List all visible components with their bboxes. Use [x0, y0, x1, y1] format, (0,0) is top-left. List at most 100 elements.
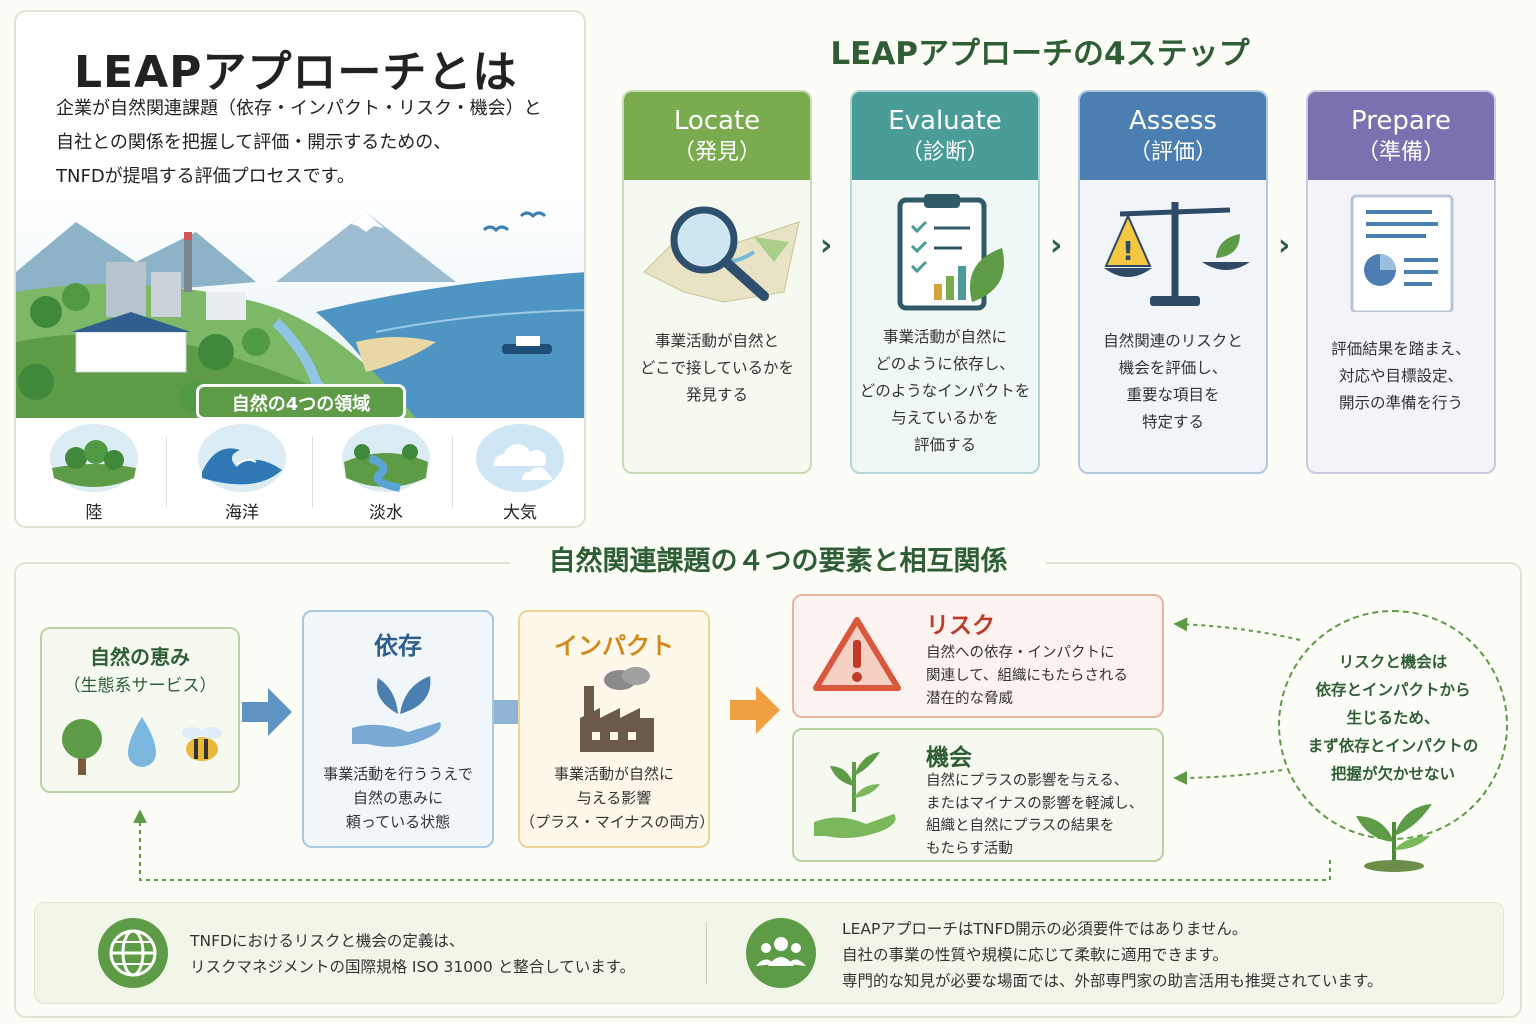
magnifier-map-icon [643, 206, 800, 303]
box-desc-line: 潜在的な脅威 [926, 691, 1013, 707]
step-description: 事業活動が自然と どこで接しているかを 発見する [624, 328, 810, 409]
sprout-icon [1356, 804, 1432, 872]
info-line: 自社の事業の性質や規模に応じて柔軟に適用できます。 [842, 946, 1228, 964]
step-name-en: Evaluate [888, 106, 1002, 136]
note-line: まず依存とインパクトの [1307, 737, 1479, 755]
info-line: 専門的な知見が必要な場面では、外部専門家の助言活用も推奨されています。 [842, 972, 1383, 990]
step-desc-line: 評価結果を踏まえ、 [1331, 340, 1471, 358]
box-desc-line: 頼っている状態 [345, 813, 451, 831]
box-desc-line: 自然の恵みに [352, 789, 443, 807]
step-description: 評価結果を踏まえ、 対応や目標設定、 開示の準備を行う [1308, 336, 1494, 417]
box-desc-line: 事業活動を行ううえで [323, 765, 473, 783]
box-desc-line: 自然にプラスの影響を与える、 [926, 773, 1129, 789]
divider [166, 437, 167, 507]
elements-title: 自然関連課題の４つの要素と相互関係 [510, 542, 1046, 582]
domain-atmosphere: 大気 [460, 422, 580, 523]
info-right-text: LEAPアプローチはTNFD開示の必須要件ではありません。 自社の事業の性質や規… [842, 916, 1383, 994]
box-desc-line: 事業活動が自然に [553, 765, 674, 783]
step-name-jp: （準備） [1356, 140, 1445, 165]
globe-icon [98, 918, 168, 988]
note-line: 把握が欠かせない [1330, 765, 1455, 783]
divider [452, 437, 453, 507]
box-description: 事業活動を行ううえで 自然の恵みに 頼っている状態 [304, 762, 492, 834]
box-desc-line: 自然への依存・インパクトに [926, 645, 1115, 661]
step-desc-line: どのように依存し、 [875, 355, 1015, 373]
box-title: 依存 [374, 632, 422, 660]
divider [706, 922, 707, 984]
opportunity-box: 機会 自然にプラスの影響を与える、 またはマイナスの影響を軽減し、 組織と自然に… [792, 728, 1164, 862]
intro-desc-line: 企業が自然関連課題（依存・インパクト・リスク・機会）と [56, 98, 542, 119]
note-line: リスクと機会は [1338, 653, 1448, 671]
step-desc-line: 事業活動が自然に [882, 328, 1007, 346]
step-desc-line: 事業活動が自然と [654, 332, 779, 350]
box-desc-line: （プラス・マイナスの両方） [520, 813, 715, 831]
step-evaluate: Evaluate （診断） 事業活動が自然に どのように依存し、 どのようなイン… [850, 90, 1040, 474]
step-description: 事業活動が自然に どのように依存し、 どのようなインパクトを 与えているかを 評… [852, 324, 1038, 459]
step-header: Prepare （準備） [1308, 92, 1494, 180]
hand-plant-icon [814, 752, 896, 838]
note-text: リスクと機会は 依存とインパクトから 生じるため、 まず依存とインパクトの 把握… [1278, 648, 1508, 788]
step-desc-line: 与えているかを [891, 409, 999, 427]
note-line: 生じるため、 [1346, 709, 1440, 727]
clipboard-checklist-icon [897, 194, 1004, 311]
domain-label: 大気 [503, 503, 537, 523]
step-header: Locate （発見） [624, 92, 810, 180]
domain-land: 陸 [34, 422, 154, 523]
intro-desc-line: 自社との関係を把握して評価・開示するための、 [56, 132, 452, 153]
box-description: 自然への依存・インパクトに 関連して、組織にもたらされる 潜在的な脅威 [926, 642, 1128, 711]
step-desc-line: 対応や目標設定、 [1338, 367, 1463, 385]
step-name-jp: （評価） [1128, 140, 1217, 165]
step-desc-line: 重要な項目を [1126, 386, 1220, 404]
chevron-right-icon: › [820, 228, 833, 263]
step-header: Assess （評価） [1080, 92, 1266, 180]
box-desc-line: 与える影響 [576, 789, 652, 807]
forest-icon [50, 424, 138, 492]
step-name-jp: （発見） [672, 140, 761, 165]
box-desc-line: もたらす活動 [926, 840, 1013, 857]
domain-freshwater: 淡水 [326, 422, 446, 523]
box-title: リスク [926, 613, 995, 639]
info-line: TNFDにおけるリスクと機会の定義は、 [190, 932, 465, 950]
chevron-right-icon: › [1278, 228, 1291, 263]
step-desc-line: 評価する [913, 436, 976, 454]
step-header: Evaluate （診断） [852, 92, 1038, 180]
step-desc-line: 発見する [685, 386, 748, 404]
step-desc-line: 特定する [1141, 413, 1204, 431]
warning-triangle-icon [813, 617, 901, 691]
step-desc-line: どのようなインパクトを [859, 382, 1031, 400]
box-title: 自然の恵み [90, 645, 190, 669]
step-name-en: Prepare [1351, 106, 1451, 136]
cloud-icon [476, 424, 564, 492]
box-description: 自然にプラスの影響を与える、 またはマイナスの影響を軽減し、 組織と自然にプラス… [926, 770, 1143, 860]
step-desc-line: 開示の準備を行う [1338, 394, 1463, 412]
chevron-right-icon: › [1050, 228, 1063, 263]
domain-label: 淡水 [369, 503, 403, 523]
box-desc-line: 組織と自然にプラスの結果を [926, 818, 1115, 834]
step-name-en: Assess [1129, 106, 1217, 136]
box-desc-line: 関連して、組織にもたらされる [926, 668, 1128, 684]
domain-label: 陸 [85, 503, 103, 523]
domains-label: 自然の4つの領域 [196, 384, 406, 420]
box-title: インパクト [554, 632, 674, 660]
ecosystem-services-box: 自然の恵み （生態系サービス） [40, 627, 240, 793]
info-left-text: TNFDにおけるリスクと機会の定義は、 リスクマネジメントの国際規格 ISO 3… [190, 928, 635, 980]
river-icon [342, 424, 430, 492]
step-desc-line: 機会を評価し、 [1118, 359, 1228, 377]
step-name-en: Locate [673, 106, 761, 136]
step-desc-line: 自然関連のリスクと [1103, 332, 1243, 350]
intro-desc-line: TNFDが提唱する評価プロセスです。 [56, 166, 355, 187]
svg-text:!: ! [1122, 237, 1134, 267]
dependency-box: 依存 事業活動を行ううえで 自然の恵みに 頼っている状態 [302, 610, 494, 848]
risk-box: リスク 自然への依存・インパクトに 関連して、組織にもたらされる 潜在的な脅威 [792, 594, 1164, 718]
tree-water-bee-icon [62, 717, 222, 775]
note-line: 依存とインパクトから [1315, 681, 1471, 699]
box-description: 事業活動が自然に 与える影響 （プラス・マイナスの両方） [520, 762, 715, 834]
box-subtitle: （生態系サービス） [63, 676, 217, 696]
domain-ocean: 海洋 [182, 422, 302, 523]
step-name-jp: （診断） [900, 140, 989, 165]
box-title: 機会 [926, 745, 972, 771]
balance-scale-icon: ! [1104, 202, 1250, 306]
intro-card: LEAPアプローチとは 企業が自然関連課題（依存・インパクト・リスク・機会）と … [14, 10, 586, 528]
info-line: LEAPアプローチはTNFD開示の必須要件ではありません。 [842, 920, 1248, 938]
divider [312, 437, 313, 507]
